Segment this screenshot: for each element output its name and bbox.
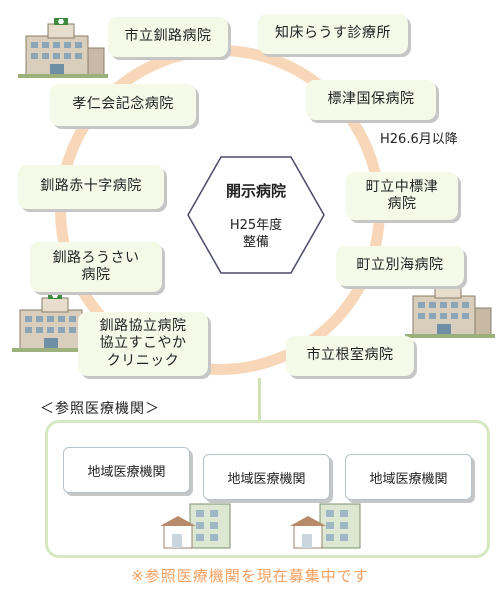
center-subtitle: H25年度 整備 [229,218,283,250]
clinic-building-icon [290,503,361,549]
hospital-node: 釧路赤十字病院 [18,165,164,209]
reference-institution: 地域医療機関 [63,447,190,493]
clinic-building-icon [160,503,231,549]
hospital-node: 市立根室病院 [286,336,414,376]
recruitment-notice: ※参照医療機関を現在募集中です [131,567,369,585]
hospital-node: 標津国保病院 [306,80,436,120]
connector-line [258,378,261,420]
date-note: H26.6月以降 [380,132,458,147]
center-hexagon [187,156,325,274]
hospital-node: 知床らうす診療所 [258,14,408,54]
reference-institution: 地域医療機関 [345,454,472,500]
hospital-node: 釧路協立病院 協立すこやか クリニック [78,312,208,376]
hospital-building-icon [12,292,102,352]
hospital-node: 町立別海病院 [336,246,464,286]
hospital-node: 孝仁会記念病院 [50,84,196,126]
hospital-node: 釧路ろうさい 病院 [30,242,162,292]
center-title: 開示病院 [225,182,286,200]
hospital-node: 町立中標津 病院 [346,172,458,220]
reference-institution: 地域医療機関 [203,454,330,500]
hospital-building-icon [18,18,108,78]
reference-label: ＜参照医療機関＞ [40,401,160,417]
hospital-building-icon [405,278,495,338]
hospital-node: 市立釧路病院 [108,17,228,57]
